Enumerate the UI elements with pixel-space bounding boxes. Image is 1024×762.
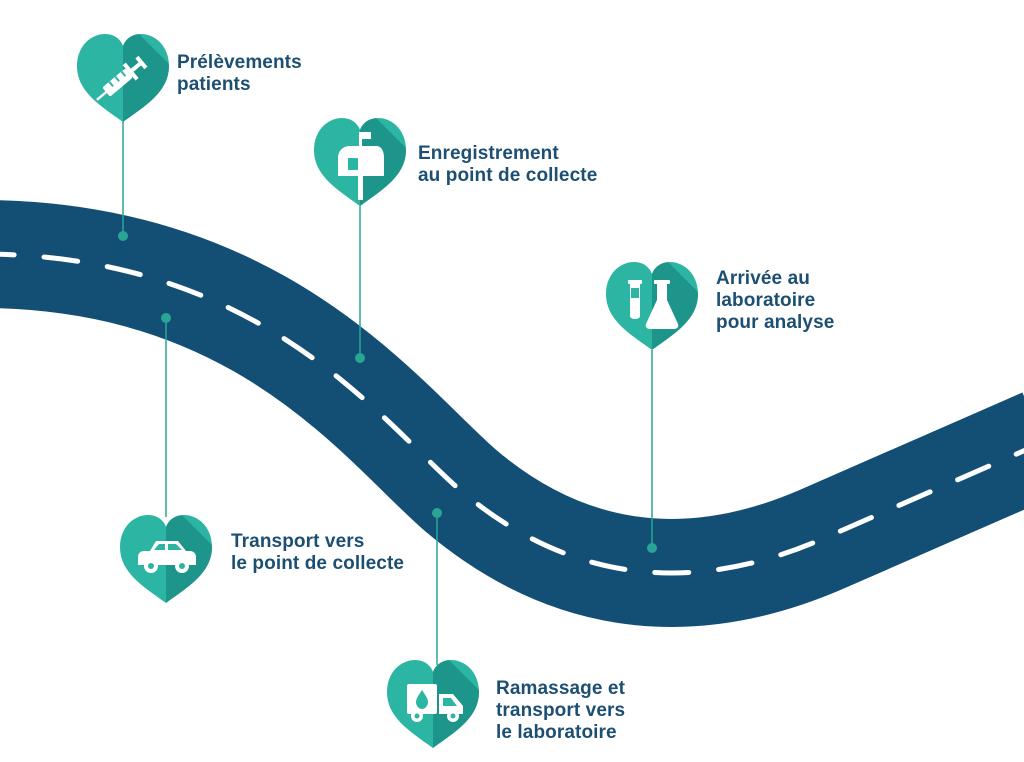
step-label-line: transport vers <box>496 700 626 721</box>
road-marker-step-1 <box>118 231 128 241</box>
mailbox-icon <box>338 132 384 200</box>
step-label-line: Enregistrement <box>418 143 559 164</box>
step-label-line: le laboratoire <box>496 722 617 743</box>
road-marker-step-5 <box>432 508 442 518</box>
road-marker-step-4 <box>161 313 171 323</box>
step-label-line: le point de collecte <box>231 553 405 574</box>
heart-pin-step-1 <box>77 34 169 122</box>
step-label-line: Ramassage et <box>496 678 625 699</box>
road <box>0 200 1024 627</box>
heart-pin-step-5 <box>387 660 479 748</box>
step-label-line: au point de collecte <box>418 165 598 186</box>
step-label-arrivee-laboratoire: Arrivée au laboratoire pour analyse <box>716 268 834 334</box>
step-label-ramassage-transport: Ramassage et transport vers le laboratoi… <box>496 678 625 744</box>
road-marker-step-2 <box>355 353 365 363</box>
heart-pin-step-4 <box>120 515 212 603</box>
step-label-line: Prélèvements <box>177 52 302 73</box>
syringe-icon <box>96 55 148 101</box>
heart-pin-step-3 <box>606 262 698 350</box>
step-label-prelevements: Prélèvements patients <box>177 52 302 96</box>
road-center-dashes <box>0 251 1024 576</box>
step-label-line: Arrivée au <box>716 268 810 289</box>
step-label-line: laboratoire <box>716 290 816 311</box>
step-label-line: patients <box>177 74 251 95</box>
lab-tubes-icon <box>628 280 679 329</box>
heart-pin-step-2 <box>314 118 406 206</box>
leader-lines <box>118 120 657 665</box>
road-marker-step-3 <box>647 543 657 553</box>
step-label-line: Transport vers <box>231 531 365 552</box>
step-label-enregistrement: Enregistrement au point de collecte <box>418 143 597 187</box>
car-icon <box>138 541 196 573</box>
step-label-transport-point-collecte: Transport vers le point de collecte <box>231 531 404 575</box>
delivery-truck-icon <box>407 684 463 722</box>
step-label-line: pour analyse <box>716 312 835 333</box>
